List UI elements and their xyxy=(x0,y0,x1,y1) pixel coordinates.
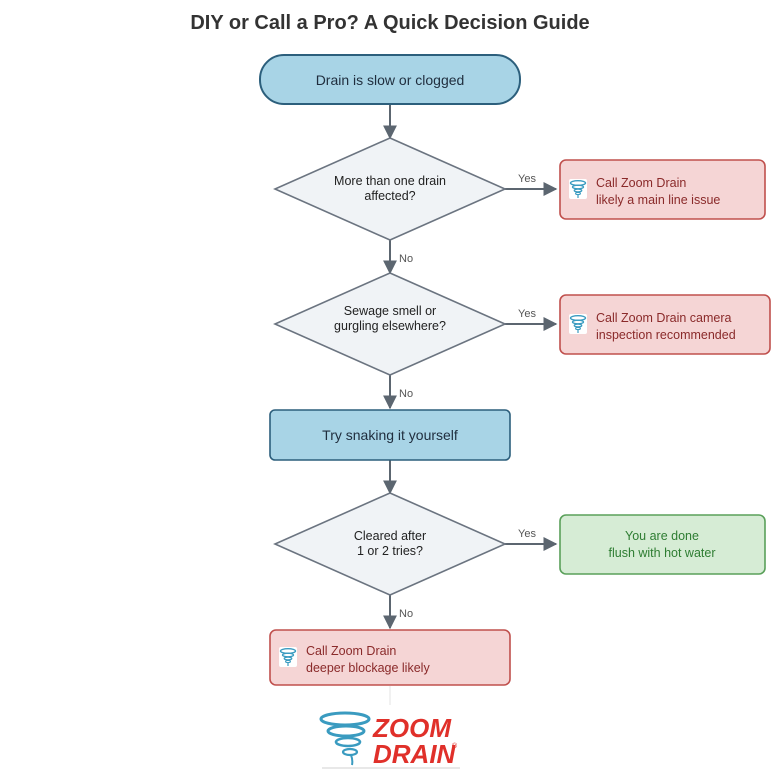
edge-label-yes-2: Yes xyxy=(518,308,536,320)
logo-text-zoom: ZOOM xyxy=(372,713,452,743)
result-deeper-blockage: Call Zoom Drain deeper blockage likely xyxy=(269,629,511,686)
node-try-snaking: Try snaking it yourself xyxy=(269,409,511,461)
decision-1-line1: More than one drain xyxy=(334,174,446,188)
node-diy-label: Try snaking it yourself xyxy=(322,427,458,443)
zoom-drain-tornado-icon xyxy=(568,313,588,335)
result-done-line2: flush with hot water xyxy=(609,546,716,560)
result-1-line2: likely a main line issue xyxy=(596,193,720,207)
decision-3-line1: Cleared after xyxy=(354,529,426,543)
page-title: DIY or Call a Pro? A Quick Decision Guid… xyxy=(190,12,589,34)
edge-label-no-1: No xyxy=(399,253,413,265)
node-start-label: Drain is slow or clogged xyxy=(316,72,465,88)
result-1-line1: Call Zoom Drain xyxy=(596,176,686,190)
logo-text-drain: DRAIN xyxy=(373,739,457,769)
result-main-line: Call Zoom Drain likely a main line issue xyxy=(559,159,766,220)
zoom-drain-tornado-icon xyxy=(568,178,588,200)
decision-2-line1: Sewage smell or xyxy=(344,304,436,318)
decision-3-line2: 1 or 2 tries? xyxy=(357,544,423,558)
decision-multiple-drains: More than one drain affected? xyxy=(273,137,507,241)
result-3-line2: deeper blockage likely xyxy=(306,661,430,675)
result-2-line2: inspection recommended xyxy=(596,328,736,342)
result-done-line1: You are done xyxy=(625,529,699,543)
edge-label-no-2: No xyxy=(399,388,413,400)
edge-label-yes-1: Yes xyxy=(518,173,536,185)
decision-sewage-smell: Sewage smell or gurgling elsewhere? xyxy=(273,272,507,376)
edges xyxy=(383,104,558,705)
result-done: You are done flush with hot water xyxy=(559,514,766,575)
result-2-line1: Call Zoom Drain camera xyxy=(596,311,732,325)
decision-cleared: Cleared after 1 or 2 tries? xyxy=(273,492,507,596)
result-3-line1: Call Zoom Drain xyxy=(306,644,396,658)
edge-label-no-3: No xyxy=(399,608,413,620)
node-start: Drain is slow or clogged xyxy=(259,54,521,105)
decision-2-line2: gurgling elsewhere? xyxy=(334,319,446,333)
tornado-logo-icon xyxy=(319,711,371,766)
edge-label-yes-3: Yes xyxy=(518,528,536,540)
decision-1-line2: affected? xyxy=(364,189,415,203)
result-camera-inspection: Call Zoom Drain camera inspection recomm… xyxy=(559,294,771,355)
zoom-drain-tornado-icon xyxy=(278,646,298,668)
logo-registered: ® xyxy=(452,742,458,750)
zoom-drain-logo: ZOOM DRAIN ® xyxy=(319,711,460,769)
